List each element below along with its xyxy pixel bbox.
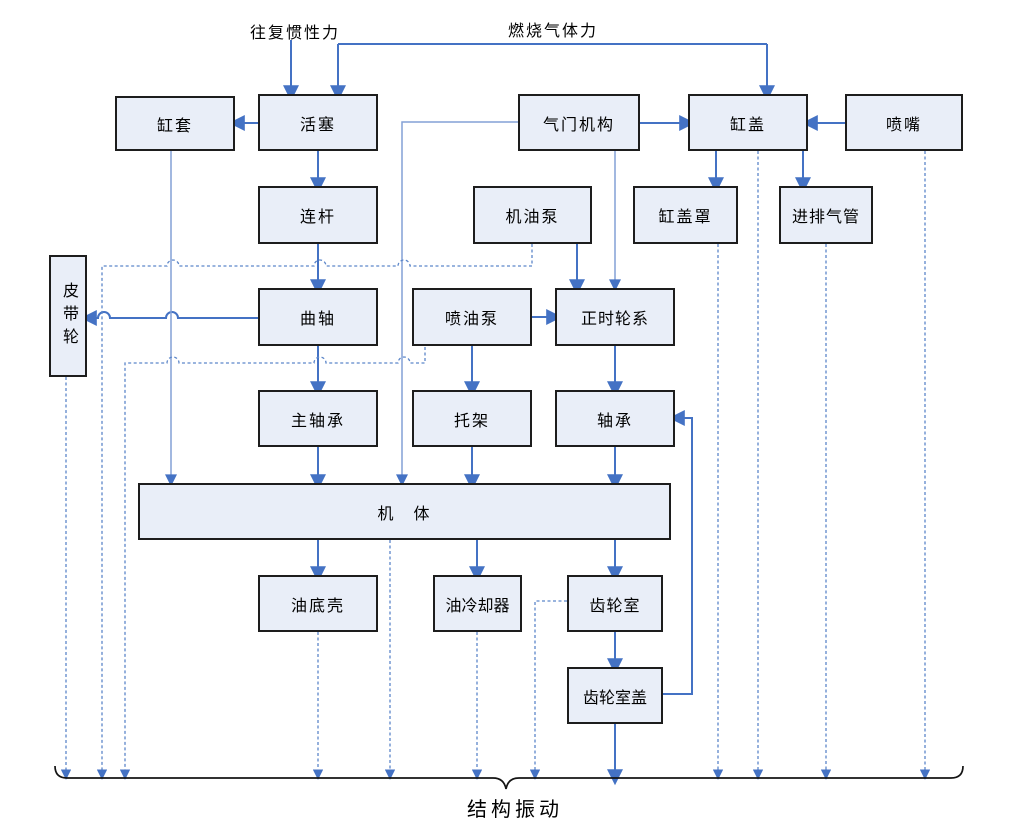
node-piston-label: 活塞 xyxy=(299,116,336,134)
node-oil-pump: 机油泵 xyxy=(473,186,592,244)
node-bearing-label: 轴承 xyxy=(596,412,633,430)
node-crankshaft-label: 曲轴 xyxy=(299,311,336,328)
node-oil-pan: 油底壳 xyxy=(258,575,378,632)
node-connecting-rod-label: 连杆 xyxy=(299,209,336,226)
node-timing-gear-train: 正时轮系 xyxy=(555,288,675,346)
node-engine-block-label: 机 体 xyxy=(377,505,432,523)
node-oil-cooler-label: 油冷却器 xyxy=(445,597,510,615)
vibration-brace xyxy=(54,765,964,790)
node-valve-mechanism: 气门机构 xyxy=(518,94,640,151)
edge-gear-chamber-to-vibration xyxy=(529,600,567,780)
node-nozzle-label: 喷嘴 xyxy=(885,116,922,134)
node-head-cover: 缸盖罩 xyxy=(633,186,738,244)
node-intake-exhaust-pipe: 进排气管 xyxy=(779,186,873,244)
node-connecting-rod: 连杆 xyxy=(258,186,378,244)
node-intake-exhaust-pipe-label: 进排气管 xyxy=(791,209,860,226)
node-oil-pump-label: 机油泵 xyxy=(505,209,560,226)
node-bracket-label: 托架 xyxy=(453,412,490,430)
node-bearing: 轴承 xyxy=(555,390,675,447)
node-engine-block: 机 体 xyxy=(138,483,671,540)
edge-gear-cover-to-bearing-feedback xyxy=(663,410,693,695)
edge-valve-mechanism-to-engine-block xyxy=(396,121,518,487)
node-main-bearing-label: 主轴承 xyxy=(290,412,345,430)
label-combustion-gas-force: 燃烧气体力 xyxy=(508,23,599,40)
node-oil-pan-label: 油底壳 xyxy=(290,597,345,615)
node-cylinder-head-label: 缸盖 xyxy=(729,116,766,134)
node-cylinder-liner-label: 缸套 xyxy=(156,117,193,135)
node-belt-pulley: 皮带轮 xyxy=(49,255,87,377)
label-structural-vibration: 结构振动 xyxy=(467,799,563,821)
node-belt-pulley-label: 皮带轮 xyxy=(60,281,77,351)
node-gear-chamber-label: 齿轮室 xyxy=(589,597,641,615)
edge-crankshaft-to-belt-pulley xyxy=(80,310,258,326)
label-reciprocating-inertia-force: 往复惯性力 xyxy=(250,25,341,42)
node-piston: 活塞 xyxy=(258,94,378,151)
node-gear-chamber-cover-label: 齿轮室盖 xyxy=(582,689,647,707)
node-injection-pump-label: 喷油泵 xyxy=(444,311,499,328)
node-oil-cooler: 油冷却器 xyxy=(433,575,522,632)
node-cylinder-head: 缸盖 xyxy=(688,94,808,151)
node-injection-pump: 喷油泵 xyxy=(412,288,532,346)
node-gear-chamber-cover: 齿轮室盖 xyxy=(567,667,663,724)
node-gear-chamber: 齿轮室 xyxy=(567,575,663,632)
node-crankshaft: 曲轴 xyxy=(258,288,378,346)
edge-oil-pump-to-vibration xyxy=(96,244,533,780)
node-cylinder-liner: 缸套 xyxy=(115,96,235,151)
node-main-bearing: 主轴承 xyxy=(258,390,378,447)
node-head-cover-label: 缸盖罩 xyxy=(658,209,713,226)
node-nozzle: 喷嘴 xyxy=(845,94,963,151)
node-bracket: 托架 xyxy=(412,390,532,447)
node-timing-gear-train-label: 正时轮系 xyxy=(580,311,649,328)
node-valve-mechanism-label: 气门机构 xyxy=(542,116,615,134)
